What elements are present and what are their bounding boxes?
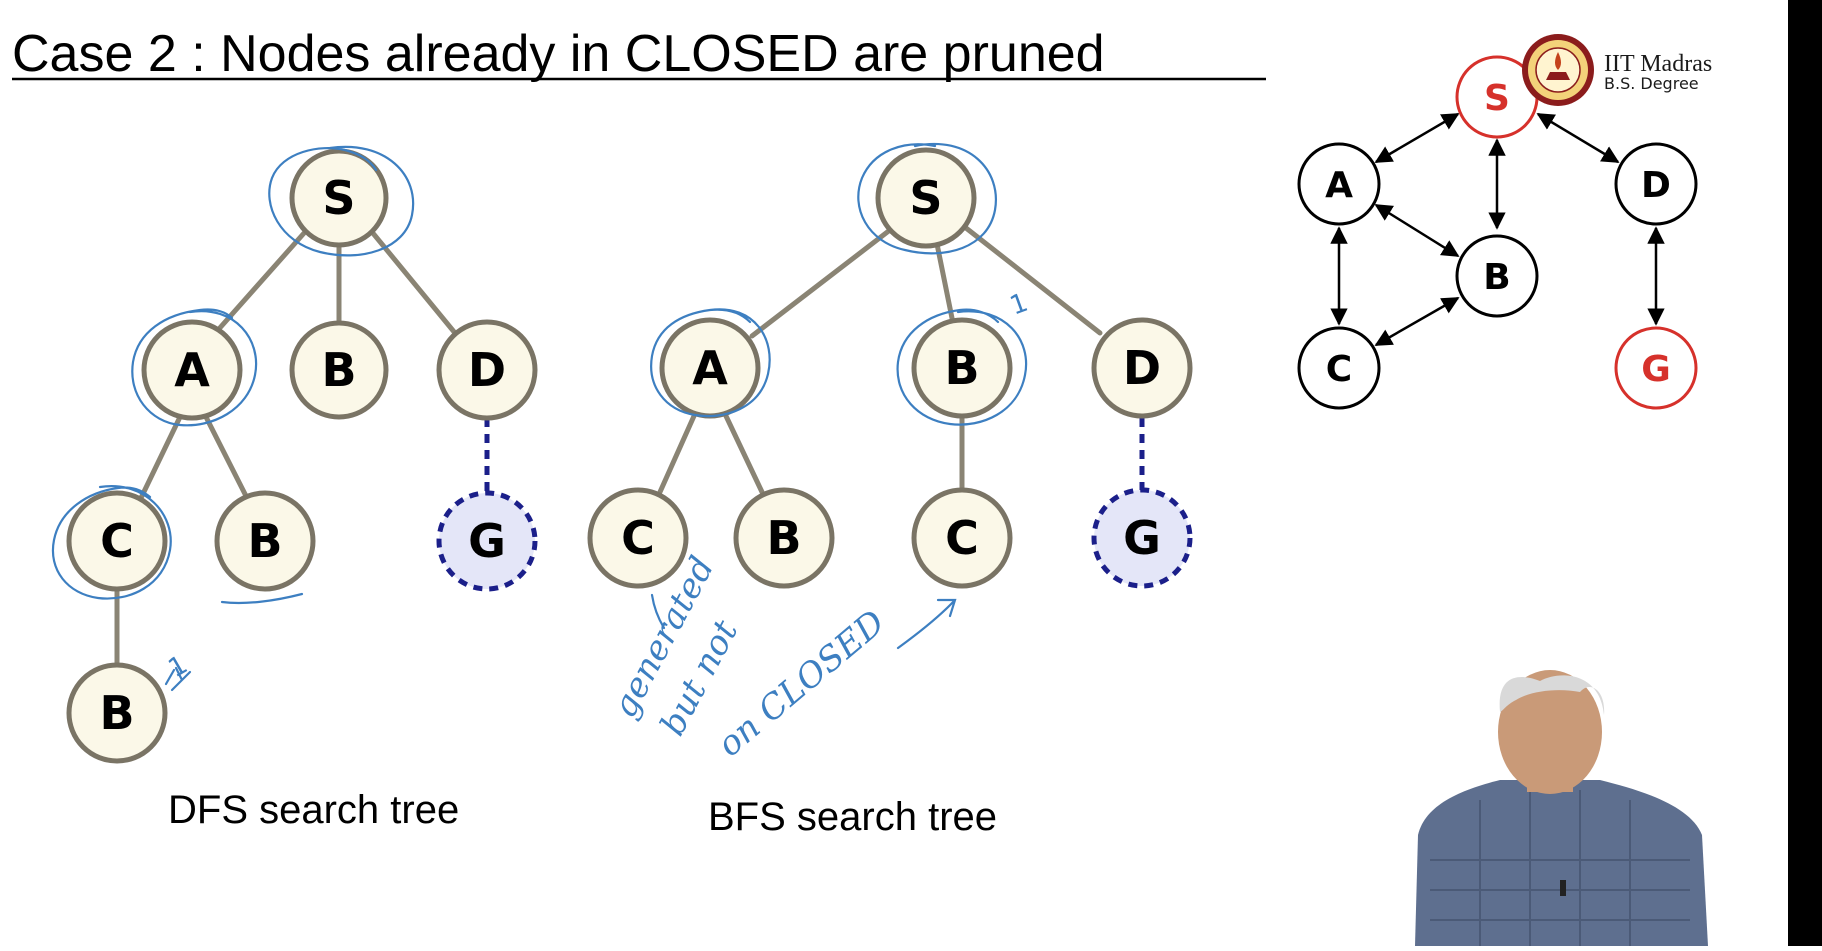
dfs-edge-a-c <box>137 414 183 503</box>
dfs-tick-mark <box>164 666 192 692</box>
bfs-node-b2: B <box>733 487 835 589</box>
dfs-tree: S A B D C B G B DFS search tr <box>66 148 538 832</box>
bfs-node-g: G <box>1091 487 1193 589</box>
graph-node-s-label: S <box>1484 78 1510 119</box>
dfs-node-a-label: A <box>174 343 210 397</box>
state-graph: S A D B C G <box>1297 55 1698 410</box>
graph-node-d-label: D <box>1641 165 1671 206</box>
bfs-s-circle-mark <box>857 143 998 255</box>
graph-node-b: B <box>1455 234 1539 318</box>
graph-node-c: C <box>1297 326 1381 410</box>
graph-node-a: A <box>1297 142 1381 226</box>
dfs-edge-s-d <box>369 229 458 336</box>
graph-node-a-label: A <box>1325 165 1353 206</box>
dfs-node-b-child: B <box>214 490 316 592</box>
bfs-c1-tick-mark <box>650 593 666 630</box>
bfs-note-arrow <box>896 598 957 650</box>
iitm-seal-icon <box>1522 34 1594 106</box>
graph-edge-s-d <box>1536 112 1620 164</box>
bfs-node-g-label: G <box>1123 511 1161 565</box>
bfs-edge-a-c1 <box>657 413 697 495</box>
dfs-node-d-label: D <box>468 343 506 397</box>
bfs-node-b2-label: B <box>766 511 801 565</box>
bfs-node-a: A <box>659 317 761 419</box>
bfs-node-d: D <box>1091 317 1193 419</box>
bfs-node-b-label: B <box>944 341 979 395</box>
bfs-node-a-label: A <box>692 341 728 395</box>
dfs-node-c: C <box>66 490 168 592</box>
graph-edge-a-b <box>1374 203 1460 258</box>
iitm-logo: IIT Madras B.S. Degree <box>1522 34 1712 106</box>
dfs-edge-s-a <box>215 229 308 333</box>
dfs-edge-a-b <box>203 414 249 499</box>
bfs-b-circle-mark <box>896 308 1028 426</box>
dfs-node-g: G <box>436 490 538 592</box>
graph-node-g-label: G <box>1641 349 1671 390</box>
bfs-edges <box>657 225 1103 495</box>
presenter-video <box>1415 670 1708 946</box>
bfs-edge-a-b2 <box>723 413 765 495</box>
bfs-node-c1: C <box>587 487 689 589</box>
slide-title: Case 2 : Nodes already in CLOSED are pru… <box>12 25 1105 83</box>
bfs-node-s: S <box>875 147 977 249</box>
bfs-a-circle-mark <box>650 308 771 418</box>
dfs-c-circle-mark <box>51 485 172 600</box>
dfs-node-b-label: B <box>321 343 356 397</box>
dfs-node-s-label: S <box>322 171 355 225</box>
bfs-node-s-label: S <box>909 171 942 225</box>
graph-node-d: D <box>1614 142 1698 226</box>
dfs-a-circle-mark <box>131 308 258 427</box>
dfs-s-circle-mark <box>268 145 415 257</box>
iitm-logo-subtitle: B.S. Degree <box>1604 74 1699 93</box>
dfs-node-c-label: C <box>100 514 134 568</box>
dfs-node-b-leaf-label: B <box>99 686 134 740</box>
dfs-node-a: A <box>141 319 243 421</box>
graph-node-c-label: C <box>1326 349 1352 390</box>
dfs-node-b-leaf: B <box>66 662 168 764</box>
bfs-b-mark-text: 1 <box>1006 288 1032 322</box>
dfs-node-d: D <box>436 319 538 421</box>
bfs-node-c1-label: C <box>621 511 655 565</box>
iitm-logo-title: IIT Madras <box>1604 51 1712 77</box>
dfs-node-g-label: G <box>468 514 506 568</box>
graph-edge-s-a <box>1374 112 1460 164</box>
bfs-caption: BFS search tree <box>708 795 997 839</box>
graph-node-g: G <box>1614 326 1698 410</box>
presenter-head <box>1498 670 1602 794</box>
presenter-hair <box>1499 675 1605 715</box>
video-edge-bar <box>1788 0 1822 946</box>
graph-edge-c-b <box>1374 296 1460 347</box>
bfs-node-d-label: D <box>1123 341 1161 395</box>
bfs-tree: S A B D C B C G BFS search tr <box>587 147 1193 839</box>
bfs-node-b: B <box>911 317 1013 419</box>
bfs-edge-s-b <box>934 241 956 326</box>
graph-node-s: S <box>1455 55 1539 139</box>
note-line-3: on CLOSED <box>710 602 893 764</box>
bfs-edge-s-a <box>749 227 893 339</box>
bfs-edge-s-d <box>963 225 1103 336</box>
bfs-node-c2-label: C <box>945 511 979 565</box>
dfs-node-b: B <box>289 320 389 420</box>
dfs-edges <box>114 229 458 669</box>
bfs-node-c2: C <box>911 487 1013 589</box>
dfs-caption: DFS search tree <box>168 788 459 832</box>
presenter-shoulders <box>1415 780 1708 946</box>
dfs-b-underline-mark <box>220 592 304 605</box>
dfs-node-b-child-label: B <box>247 514 282 568</box>
graph-edges <box>1330 112 1665 347</box>
handwritten-annotations: 1 1 <box>51 143 1032 692</box>
dfs-node-s: S <box>289 148 389 248</box>
graph-node-b-label: B <box>1483 257 1510 298</box>
